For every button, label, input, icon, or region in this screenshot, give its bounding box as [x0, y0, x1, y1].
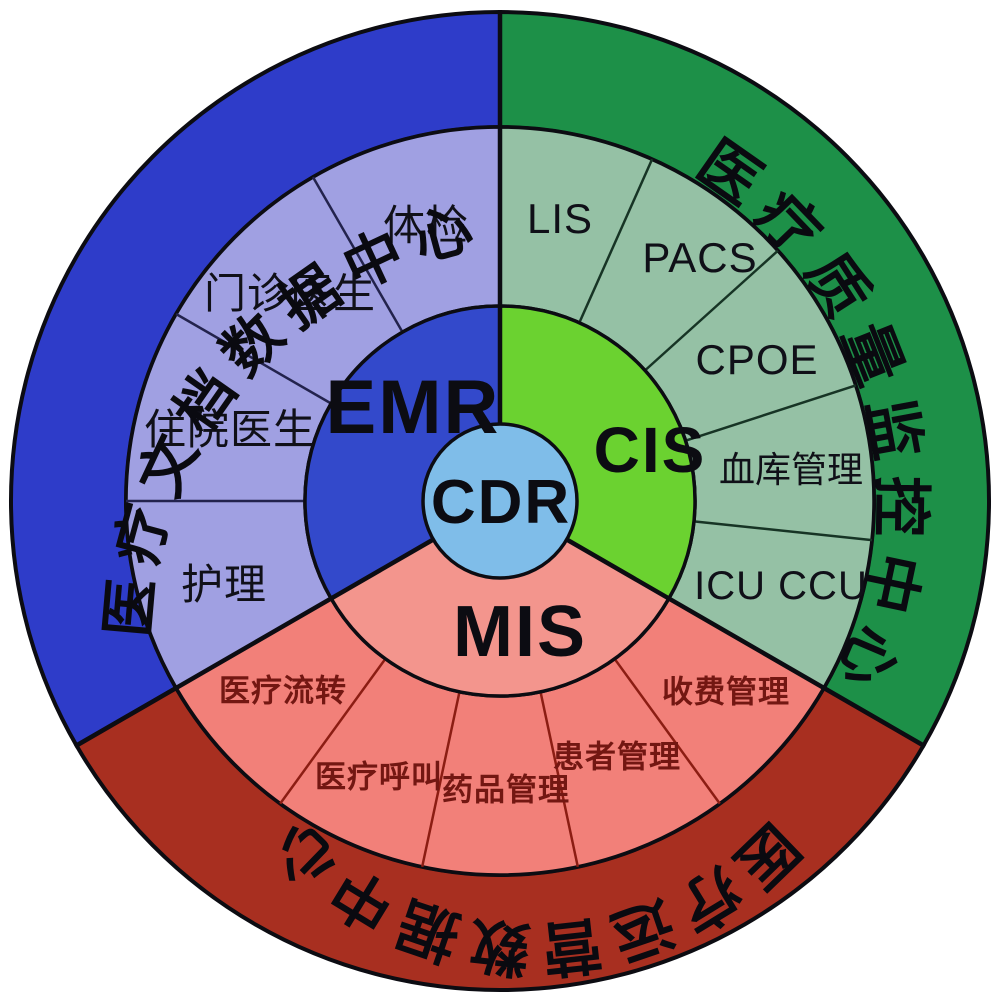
divider-mis-306	[613, 658, 721, 805]
cdr-hub-circle	[421, 422, 579, 580]
segment-label-zhuyuan: 住院医生	[143, 406, 317, 453]
segment-label-tijian: 体检	[382, 202, 470, 249]
divider-cis-66	[578, 158, 654, 324]
divider-mis-258	[420, 691, 461, 868]
segment-label-menzhen: 门诊医生	[203, 270, 377, 317]
main-divider-lower-left	[75, 537, 435, 748]
divider-emr-120	[311, 176, 404, 333]
divider-emr-150	[175, 312, 332, 405]
segment-label-shoufei: 收费管理	[662, 674, 790, 710]
segment-label-xueku: 血库管理	[718, 449, 864, 490]
segment-label-hujiao: 医疗呼叫	[315, 759, 443, 795]
mis-label: MIS	[452, 592, 588, 672]
segment-label-lis: LIS	[526, 195, 594, 242]
emr-label: EMR	[325, 365, 501, 450]
cdr-label: CDR	[430, 468, 572, 537]
segment-label-yaopin: 药品管理	[442, 772, 570, 808]
main-divider-lower-right	[565, 537, 925, 748]
divider-cis-18	[685, 384, 857, 442]
divider-mis-282	[539, 691, 580, 868]
segment-label-huanzhe: 患者管理	[553, 739, 681, 775]
divider-mis-234	[279, 658, 387, 805]
divider-cis-42	[644, 249, 779, 372]
segment-label-pacs: PACS	[642, 234, 758, 281]
segment-label-huli: 护理	[180, 561, 268, 608]
divider-cis-m6	[693, 520, 873, 542]
segment-label-liuzhuan: 医疗流转	[219, 673, 347, 709]
cis-label: CIS	[593, 414, 707, 486]
segment-label-cpoe: CPOE	[695, 336, 819, 383]
segment-label-icu-ccu: ICU CCU	[694, 564, 868, 608]
